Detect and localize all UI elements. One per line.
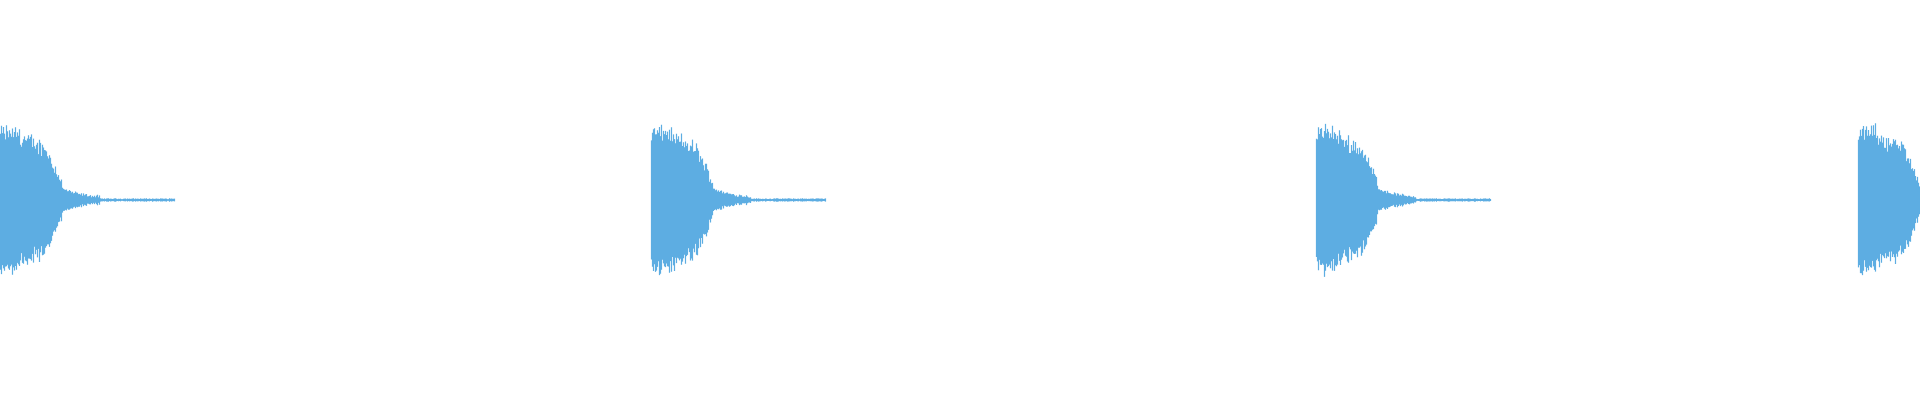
- waveform-path: [650, 124, 827, 276]
- waveform-burst: [650, 124, 827, 276]
- waveform-path: [0, 125, 176, 275]
- waveform-path: [1315, 123, 1492, 277]
- waveform-burst: [1857, 123, 1920, 276]
- waveform-burst: [0, 125, 176, 275]
- waveform-burst: [1315, 123, 1492, 277]
- waveform-path: [1857, 123, 1920, 276]
